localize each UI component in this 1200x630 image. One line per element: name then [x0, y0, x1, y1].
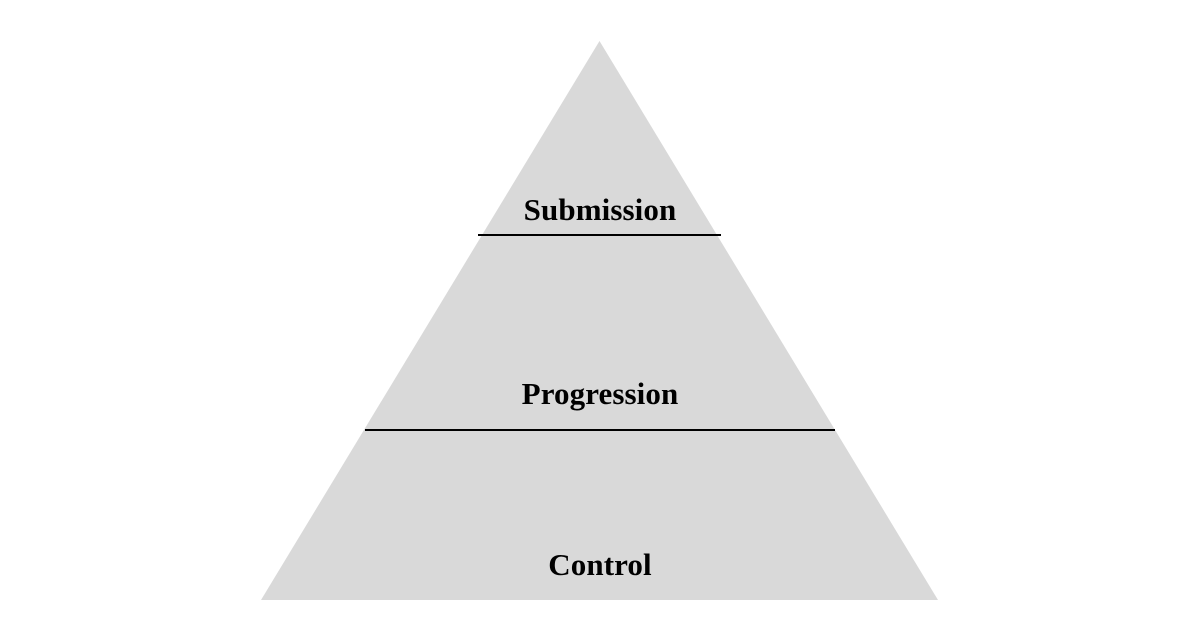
tier-label-submission: Submission	[523, 192, 677, 227]
tier-label-progression: Progression	[521, 376, 679, 411]
tier-label-control: Control	[548, 547, 652, 582]
triangle-body	[261, 41, 938, 600]
